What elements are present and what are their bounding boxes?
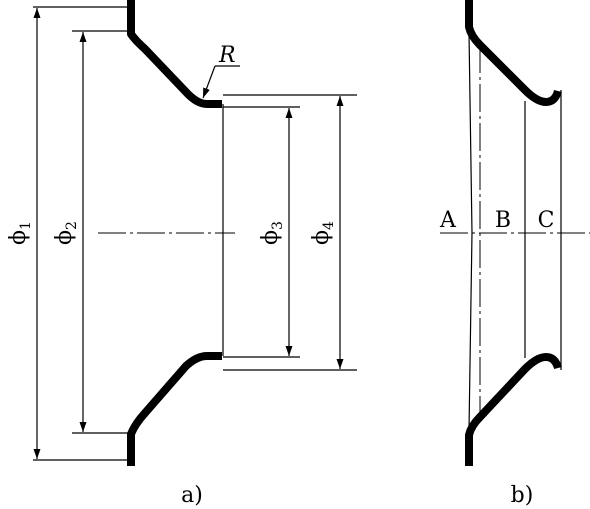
view-b-caption: b) [511, 483, 534, 508]
view-b-inner-taper-top [468, 32, 473, 234]
svg-text:ϕ2: ϕ2 [52, 221, 80, 245]
dim-phi3-sub: 3 [270, 221, 286, 230]
dim-label-phi1: ϕ1 [6, 221, 34, 245]
view-b-part [440, 0, 590, 466]
svg-text:ϕ3: ϕ3 [258, 221, 286, 245]
dim-phi1-symbol: ϕ [6, 230, 31, 245]
dim-label-phi3: ϕ3 [258, 221, 286, 245]
extension-lines [33, 6, 357, 461]
dim-label-phi4: ϕ4 [309, 221, 337, 245]
radius-leader [202, 65, 216, 99]
radius-label: R [218, 43, 236, 68]
dim-phi2-sub: 2 [64, 221, 80, 230]
view-b-inner-taper-bottom [468, 232, 473, 431]
dim-phi1-sub: 1 [18, 221, 34, 230]
view-b-lower-wall [465, 353, 562, 466]
dim-label-phi2: ϕ2 [52, 221, 80, 245]
dim-phi2-symbol: ϕ [52, 230, 77, 245]
view-a-upper-wall [127, 0, 222, 108]
dim-phi3-symbol: ϕ [258, 230, 283, 245]
view-a-lower-wall [127, 352, 222, 466]
dim-phi4-sub: 4 [321, 221, 337, 230]
view-b-upper-wall [465, 0, 562, 106]
section-label-a: A [439, 208, 457, 233]
view-a-caption: a) [181, 483, 203, 508]
view-a-part [98, 0, 240, 466]
section-label-c: C [538, 208, 555, 233]
section-label-b: B [495, 208, 511, 233]
dimension-lines [33, 7, 344, 459]
svg-text:ϕ1: ϕ1 [6, 221, 34, 245]
svg-text:ϕ4: ϕ4 [309, 221, 337, 245]
dim-phi4-symbol: ϕ [309, 230, 334, 245]
